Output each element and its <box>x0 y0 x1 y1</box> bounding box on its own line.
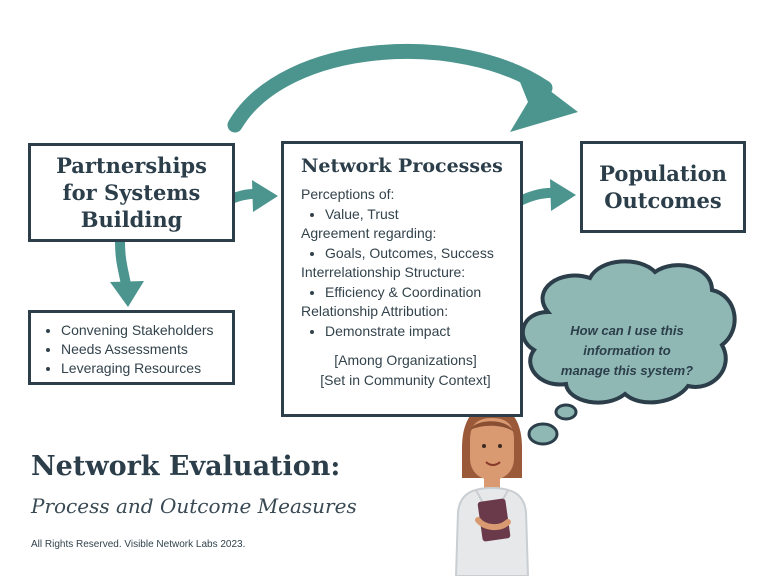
perceptions-label: Perceptions of: <box>301 186 395 202</box>
arrow-to-network-head <box>252 180 278 212</box>
thought-bubble <box>520 259 737 446</box>
activities-box: Convening Stakeholders Needs Assessments… <box>28 310 235 385</box>
activities-list: Convening Stakeholders Needs Assessments… <box>37 321 232 378</box>
structure-label: Interrelationship Structure: <box>301 264 466 280</box>
person-illustration <box>454 405 530 576</box>
partnerships-line-1: Partnerships <box>56 153 207 178</box>
page-title: Network Evaluation: <box>31 451 341 482</box>
list-item: Demonstrate impact <box>325 322 510 342</box>
partnerships-label: Partnerships for Systems Building <box>56 152 207 233</box>
thought-bubble-text: How can I use this information to manage… <box>552 321 702 381</box>
top-arc-arrowhead <box>510 62 578 132</box>
page-subtitle: Process and Outcome Measures <box>31 494 357 518</box>
partnerships-line-2: for Systems <box>62 180 201 205</box>
network-processes-box: Network Processes Perceptions of: Value,… <box>281 141 523 417</box>
attribution-label: Relationship Attribution: <box>301 303 449 319</box>
arrow-to-activities-head <box>110 281 144 307</box>
perceptions-list: Value, Trust <box>301 205 510 225</box>
arrow-to-population-head <box>550 179 576 211</box>
list-item: Efficiency & Coordination <box>325 283 510 303</box>
network-processes-title: Network Processes <box>301 155 503 177</box>
among-organizations-note: [Among Organizations] <box>334 352 477 368</box>
bubble-line-2: information to <box>583 343 671 358</box>
list-item: Leveraging Resources <box>61 359 232 378</box>
list-item: Value, Trust <box>325 205 510 225</box>
arrow-to-activities <box>115 237 131 290</box>
agreement-label: Agreement regarding: <box>301 225 437 241</box>
attribution-list: Demonstrate impact <box>301 322 510 342</box>
community-context-note: [Set in Community Context] <box>320 371 491 388</box>
list-item: Needs Assessments <box>61 340 232 359</box>
population-outcomes-label: Population Outcomes <box>599 160 727 214</box>
list-item: Convening Stakeholders <box>61 321 232 340</box>
bubble-line-3: manage this system? <box>560 363 694 378</box>
population-line-2: Outcomes <box>604 188 722 213</box>
top-arc-arrow <box>227 43 553 133</box>
structure-list: Efficiency & Coordination <box>301 283 510 303</box>
agreement-list: Goals, Outcomes, Success <box>301 244 510 264</box>
partnerships-box: Partnerships for Systems Building <box>28 143 235 242</box>
copyright-notice: All Rights Reserved. Visible Network Lab… <box>31 539 246 550</box>
partnerships-line-3: Building <box>80 207 183 232</box>
bubble-line-1: How can I use this <box>570 323 684 338</box>
population-outcomes-box: Population Outcomes <box>580 141 746 233</box>
population-line-1: Population <box>599 161 727 186</box>
list-item: Goals, Outcomes, Success <box>325 244 510 264</box>
